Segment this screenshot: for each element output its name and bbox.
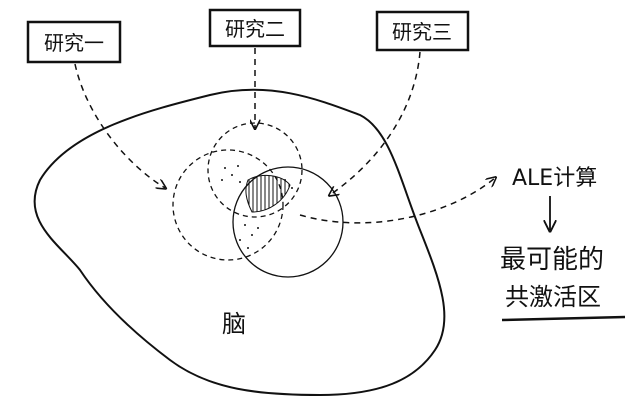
- study-label: 研究三: [392, 20, 452, 44]
- study-box-1: 研究一: [26, 20, 122, 64]
- overlap-region: [245, 174, 291, 213]
- study-box-3: 研究三: [375, 10, 470, 52]
- overlap-dots: [221, 165, 293, 249]
- brain-label: 脑: [222, 310, 246, 338]
- arrow-to-ale: [299, 178, 495, 224]
- result-line-2: 共激活区: [505, 283, 601, 311]
- arrow-study-3: [330, 51, 421, 195]
- study-label: 研究二: [225, 17, 285, 41]
- brain-outline: [33, 88, 446, 397]
- activation-circle-3: [232, 166, 344, 278]
- activation-circle-2: [172, 149, 284, 261]
- study-label: 研究一: [44, 31, 104, 55]
- result-line-1: 最可能的: [500, 245, 604, 275]
- study-box-2: 研究二: [208, 8, 302, 48]
- activation-circle-1: [207, 122, 303, 218]
- ale-label: ALE计算: [512, 166, 597, 191]
- result-underline: [501, 315, 626, 322]
- arrow-study-1: [74, 63, 165, 188]
